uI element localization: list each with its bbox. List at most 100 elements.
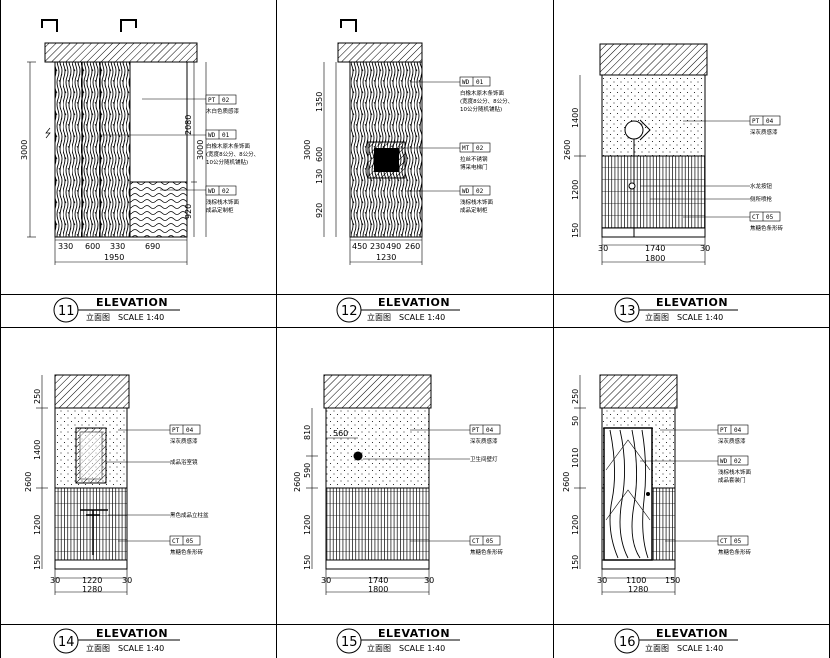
callout-note: 侧所喷枪: [750, 195, 773, 203]
width-dim: 1740: [368, 576, 388, 585]
height-dim: 810: [303, 425, 312, 440]
height-dim: 2600: [24, 472, 33, 492]
elevation-scale: SCALE 1:40: [399, 313, 445, 322]
callout-tag: MT: [462, 145, 470, 152]
height-dim: 2600: [563, 140, 572, 160]
elevator-door-fill: [374, 148, 399, 172]
ceiling-hatch: [599, 374, 678, 409]
elevation-subtitle: 立面图: [645, 312, 669, 322]
height-dim: 2600: [293, 472, 302, 492]
total-width-dim: 1280: [628, 585, 648, 594]
callout-code: 05: [734, 538, 742, 545]
pedestal-sink: [80, 509, 108, 555]
elevation-number: 16: [619, 635, 636, 650]
total-width-dim: 1280: [82, 585, 102, 594]
callout-note: 成品套装门: [718, 476, 746, 484]
height-dim: 1400: [571, 108, 580, 128]
width-dim: 30: [700, 244, 710, 253]
height-dim: 3000: [196, 140, 205, 160]
total-width-dim: 1800: [368, 585, 388, 594]
callout-note: 博采电梯门: [460, 163, 488, 171]
height-dim: 150: [571, 223, 580, 238]
callout-code: 05: [486, 538, 494, 545]
ceiling-hatch: [599, 43, 708, 76]
elevation-subtitle: 立面图: [86, 312, 110, 322]
height-dim: 3000: [303, 140, 312, 160]
callout-code: 04: [766, 118, 774, 125]
elevation-title: ELEVATION: [96, 627, 168, 640]
callout-tag: PT: [472, 427, 480, 434]
callout-tag: WD: [208, 188, 216, 195]
width-dim: 260: [405, 242, 420, 251]
elevation-number: 11: [58, 304, 75, 319]
elevation-title: ELEVATION: [378, 296, 450, 309]
callout-code: 02: [476, 188, 484, 195]
callout-note: 焦糖色条形砖: [750, 224, 784, 232]
callout-note: 焦糖色条形砖: [718, 548, 752, 556]
elevation-number: 12: [341, 304, 358, 319]
callout-code: 04: [486, 427, 494, 434]
cabinet: [129, 181, 188, 238]
inner-dim: 560: [333, 429, 348, 438]
callout-code: 01: [222, 132, 230, 139]
wood-strip-wall: [54, 61, 131, 238]
width-dim: 490: [386, 242, 401, 251]
wall-lamp: [353, 451, 363, 461]
height-dim: 250: [33, 389, 42, 404]
callout-code: 02: [222, 97, 230, 104]
tile-wall: [54, 487, 128, 561]
total-width-dim: 1230: [376, 253, 396, 262]
width-dim: 1740: [645, 244, 665, 253]
callout-tag: PT: [752, 118, 760, 125]
elevation-subtitle: 立面图: [645, 643, 669, 653]
width-dim: 450: [352, 242, 367, 251]
elevation-scale: SCALE 1:40: [118, 313, 164, 322]
width-dim: 330: [58, 242, 73, 251]
width-dim: 30: [321, 576, 331, 585]
callout-note: 浅棕栈木饰面: [460, 198, 494, 206]
callout-tag: PT: [208, 97, 216, 104]
elevation-title: ELEVATION: [656, 296, 728, 309]
elevation-number: 14: [58, 635, 75, 650]
height-dim: 150: [33, 555, 42, 570]
callout-note: 深灰质感漆: [170, 437, 198, 445]
callout-note: 成品定制柜: [460, 206, 488, 214]
height-dim: 1200: [303, 515, 312, 535]
callout-code: 02: [734, 458, 742, 465]
paint-wall: [325, 407, 430, 489]
panel-11: 3000 2080 3000 920 330 600 330 690 1950 …: [20, 19, 259, 323]
callout-note: 白橡木原木条饰面: [206, 142, 251, 150]
callout-tag: WD: [208, 132, 216, 139]
width-dim: 330: [110, 242, 125, 251]
paint-wall: [601, 74, 706, 157]
callout-code: 05: [186, 538, 194, 545]
ceiling-hatch: [44, 42, 198, 63]
panel-16: 250 50 1010 2600 1200 150 30 1100 150 12…: [562, 374, 752, 654]
callout-tag: CT: [752, 214, 760, 221]
callout-tag: WD: [462, 188, 470, 195]
callout-tag: WD: [462, 79, 470, 86]
width-dim: 30: [122, 576, 132, 585]
section-mark: [41, 19, 58, 32]
callout-note: 木白色质感漆: [206, 107, 240, 115]
tile-wall: [325, 487, 430, 561]
callout-note: 黑色成品立柱盆: [170, 511, 209, 519]
width-dim: 1100: [626, 576, 646, 585]
width-dim: 30: [598, 244, 608, 253]
callout-tag: CT: [720, 538, 728, 545]
height-dim: 50: [571, 416, 580, 426]
callout-note: 深灰质感漆: [470, 437, 498, 445]
elevation-scale: SCALE 1:40: [677, 644, 723, 653]
elevation-subtitle: 立面图: [367, 312, 391, 322]
elevation-title: ELEVATION: [96, 296, 168, 309]
callout-note: 浅棕栈木饰面: [718, 468, 752, 476]
height-dim: 2600: [562, 472, 571, 492]
callout-note: 焦糖色条形砖: [170, 548, 204, 556]
callout-code: 05: [766, 214, 774, 221]
height-dim: 150: [571, 555, 580, 570]
height-dim: 920: [315, 203, 324, 218]
elevation-scale: SCALE 1:40: [677, 313, 723, 322]
total-width-dim: 1950: [104, 253, 124, 262]
white-paint-wall: [129, 61, 188, 183]
callout-note: 深灰质感漆: [750, 128, 778, 136]
